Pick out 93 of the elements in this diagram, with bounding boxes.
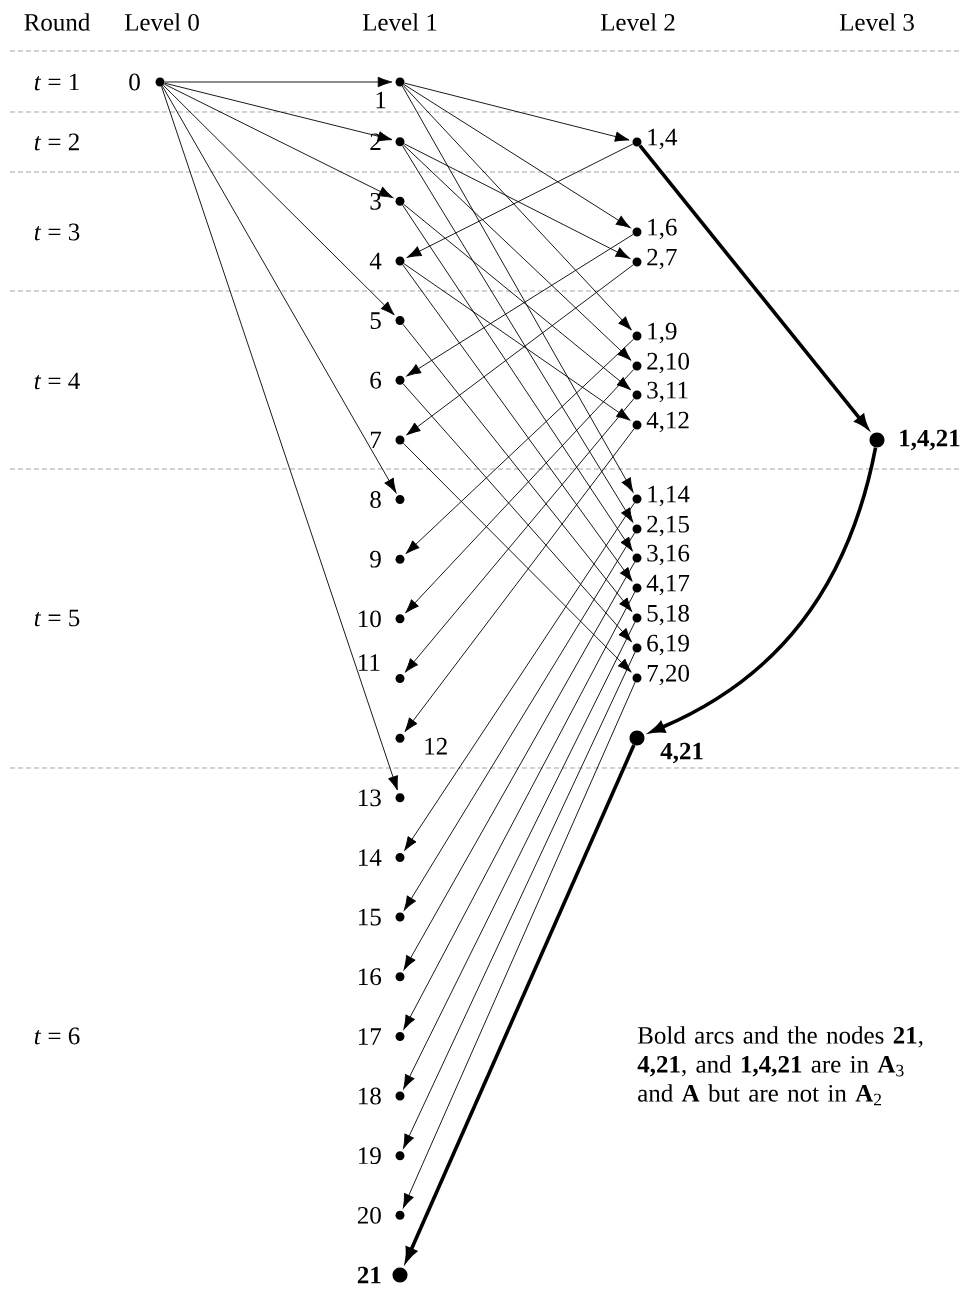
column-header: Level 0	[124, 13, 199, 31]
node-label: 16	[359, 968, 382, 986]
node-label: 5	[370, 312, 381, 329]
graph-node: 6	[370, 371, 405, 389]
graph-node: 4,21	[629, 730, 703, 764]
graph-node: 20	[357, 1206, 405, 1224]
graph-node: 2,7	[632, 248, 677, 270]
arrow	[404, 82, 630, 142]
node-label: 11	[358, 654, 380, 671]
node-label: 20	[357, 1206, 381, 1224]
node-label: 6	[370, 371, 382, 389]
node-label: 8	[370, 491, 381, 508]
graph-node: 7	[370, 431, 405, 449]
graph-node: 5	[370, 312, 405, 329]
graph-node: 10	[359, 610, 405, 628]
graph-node: 14	[359, 849, 405, 866]
arrow	[405, 369, 635, 614]
graph-node: 8	[370, 491, 405, 508]
node-label: 18	[359, 1087, 381, 1105]
node-label: 3,11	[647, 381, 688, 403]
note-text: Bold arcs and the nodes 21, 4,21, and 1,4,21 are in A$_{3}$ and A but are not in A$_{2}$	[637, 1026, 923, 1106]
node-label: 1,4,21	[900, 429, 960, 451]
arrow	[403, 84, 631, 229]
arrow	[404, 428, 635, 733]
node-label: 4,21	[660, 742, 703, 764]
round-label: t = 1	[34, 73, 79, 91]
round-label: t = 6	[34, 1027, 80, 1045]
graph-node: 1	[376, 77, 405, 109]
node-label: 2,10	[647, 352, 689, 374]
graph-node: 3,11	[632, 381, 688, 403]
arrow	[161, 86, 399, 791]
graph-node: 19	[359, 1147, 405, 1165]
graph-node: 11	[358, 654, 405, 683]
node-label: 14	[359, 849, 382, 866]
column-header: Level 2	[600, 13, 675, 31]
graph-node: 13	[359, 789, 405, 807]
node-label: 9	[370, 550, 381, 568]
arrow	[402, 144, 632, 361]
graph-node: 1,4,21	[869, 429, 960, 451]
arrow	[402, 85, 632, 331]
column-header: Round	[24, 13, 91, 31]
arrow	[402, 442, 632, 673]
round-label: t = 5	[34, 609, 80, 627]
arrow	[405, 338, 635, 554]
graph-node: 3	[370, 192, 405, 210]
arrow	[402, 323, 633, 613]
graph-node: 2,10	[632, 352, 689, 374]
graph-node: 1,6	[632, 218, 677, 240]
arrow	[402, 383, 632, 643]
graph-node: 21	[357, 1266, 408, 1284]
node-label: 19	[359, 1147, 381, 1165]
node-label: 4	[369, 252, 382, 270]
node-label: 13	[359, 789, 381, 807]
node-label: 21	[357, 1266, 381, 1284]
column-header: Level 3	[839, 13, 914, 31]
node-label: 4,12	[646, 411, 689, 433]
node-label: 1,6	[648, 218, 677, 240]
node-label: 15	[359, 908, 381, 926]
arrow	[402, 145, 634, 523]
arrow	[163, 83, 394, 199]
arrow	[161, 85, 397, 493]
arrow	[164, 76, 393, 88]
arrow	[162, 84, 395, 316]
node-label: 1	[376, 91, 386, 109]
round-label: t = 4	[34, 372, 80, 390]
graph-node: 17	[359, 1028, 405, 1045]
arrow	[164, 82, 393, 142]
node-label: 10	[359, 610, 381, 628]
node-label: 2,7	[647, 248, 677, 270]
round-label: t = 2	[34, 133, 79, 151]
round-label: t = 3	[34, 223, 80, 241]
graph-node: 1,9	[632, 322, 677, 344]
graph-node: 1,4	[632, 128, 678, 150]
node-label: 1,9	[648, 322, 677, 344]
arrow	[404, 398, 635, 673]
arrow	[403, 203, 632, 391]
graph-node: 16	[359, 968, 405, 986]
node-label: 0	[129, 73, 140, 91]
graph-node: 15	[359, 908, 405, 926]
arrow	[402, 204, 633, 552]
graph-node: 9	[370, 550, 405, 568]
graph-node: 4	[369, 252, 405, 270]
node-label: 17	[359, 1028, 382, 1045]
arrow	[401, 85, 634, 493]
node-label: 1,4	[648, 128, 678, 150]
arrow	[406, 234, 634, 377]
graph-node: 0	[129, 73, 165, 91]
node-label: 7	[370, 431, 382, 449]
graph-node: 18	[359, 1087, 405, 1105]
column-header: Level 1	[362, 13, 437, 31]
node-label: 3	[370, 192, 381, 210]
graph-node: 4,12	[632, 411, 689, 433]
arrow	[402, 264, 633, 582]
